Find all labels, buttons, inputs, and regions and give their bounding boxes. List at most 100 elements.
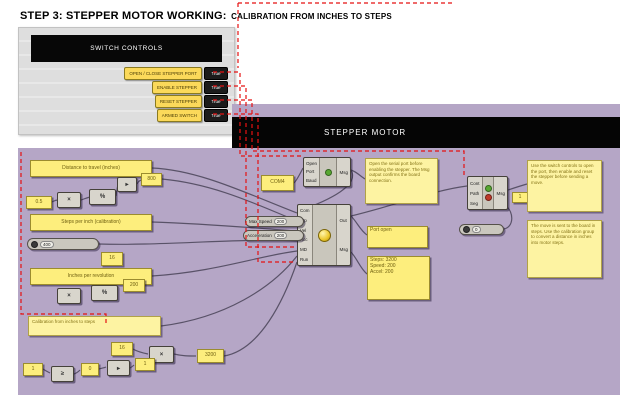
- panel-steps-per-inch[interactable]: Steps per inch (calibration): [30, 214, 152, 231]
- stepper-ball-icon: [318, 228, 331, 242]
- port-label-port: Port: [306, 169, 315, 175]
- armed-switch-toggle[interactable]: True: [204, 109, 228, 122]
- slider-steps-value: 400: [40, 240, 54, 248]
- panel-value-r[interactable]: 1: [512, 192, 528, 203]
- open-port-inputs: Open Port Baud: [304, 158, 319, 186]
- slider-steps[interactable]: 400: [27, 238, 99, 250]
- expression-multiply-3-glyph: ×: [159, 351, 164, 358]
- expression-multiply-3[interactable]: ×: [149, 346, 174, 363]
- open-port-component[interactable]: Open Port Baud Msg: [303, 157, 351, 187]
- switch-row-reset: RESET STEPPER True: [154, 95, 228, 108]
- port-label-open: Open: [306, 160, 318, 166]
- slider-grip[interactable]: [31, 240, 38, 248]
- slider-max-speed-value: 200: [273, 218, 288, 225]
- expression-multiply-2-glyph: ×: [67, 293, 71, 299]
- panel-value-d[interactable]: 16: [111, 342, 133, 356]
- switch-controls-group: SWITCH CONTROLS OPEN / CLOSE STEPPER POR…: [18, 27, 235, 135]
- port-label-baud: Baud: [306, 178, 317, 184]
- panel-msg-stepper[interactable]: Steps: 3200 Speed: 200 Accel: 200: [367, 256, 430, 300]
- panel-value-c-text: 200: [129, 281, 139, 288]
- panel-value-c[interactable]: 200: [123, 279, 145, 292]
- expression-compare-glyph: ≥: [60, 371, 65, 377]
- port-label-run: Run: [300, 256, 309, 262]
- slider-acceleration[interactable]: Acceleration 200: [243, 230, 304, 241]
- enable-stepper-button[interactable]: ENABLE STEPPER: [151, 81, 202, 94]
- note-steps-instructions[interactable]: The move is sent to the board in steps. …: [527, 220, 602, 278]
- title-main: STEP 3: STEPPER MOTOR WORKING:: [20, 10, 227, 22]
- panel-value-f-text: 1: [31, 365, 35, 372]
- stepper-motor-group-header: STEPPER MOTOR: [232, 117, 620, 148]
- panel-com-port-text: COM4: [270, 179, 285, 186]
- stepper-motor-component[interactable]: Com Stp Vel Acc MD Run Out Msg: [297, 204, 351, 266]
- enable-stepper-toggle[interactable]: True: [204, 81, 228, 94]
- note-steps-instructions-text: The move is sent to the board in steps. …: [531, 223, 596, 245]
- panel-value-e[interactable]: 3200: [197, 349, 224, 363]
- open-close-stepper-port-toggle[interactable]: True: [204, 67, 228, 80]
- switch-row-enable: ENABLE STEPPER True: [151, 81, 228, 94]
- note-calibration[interactable]: Calibration from inches to steps: [28, 316, 161, 336]
- panel-msg-port-text: Port open: [370, 227, 392, 233]
- read-inputs: Cont Path Seg: [468, 177, 482, 209]
- panel-inches-per-rev-text: Inches per revolution: [67, 272, 115, 279]
- stepper-body[interactable]: [311, 205, 338, 265]
- slider-acceleration-label: Acceleration: [247, 233, 272, 238]
- expression-modulo-1[interactable]: %: [89, 189, 116, 205]
- panel-value-h-text: 1: [143, 360, 147, 367]
- note-port-instructions[interactable]: Open the serial port before enabling the…: [365, 158, 438, 204]
- panel-16-text: 16: [109, 255, 115, 262]
- switch-controls-header: SWITCH CONTROLS: [31, 35, 222, 62]
- gate-component-2[interactable]: ▸: [107, 360, 130, 376]
- capsule-r[interactable]: 0: [459, 224, 504, 235]
- note-switch-instructions[interactable]: Use the switch controls to open the port…: [527, 160, 602, 212]
- read-outputs: Msg: [494, 177, 507, 209]
- note-port-instructions-text: Open the serial port before enabling the…: [369, 161, 430, 183]
- open-close-stepper-port-button[interactable]: OPEN / CLOSE STEPPER PORT: [124, 67, 202, 80]
- port-label-com: Com: [300, 208, 310, 214]
- reset-stepper-toggle[interactable]: True: [204, 95, 228, 108]
- slider-acceleration-value: 200: [273, 232, 288, 239]
- open-port-body[interactable]: [319, 158, 338, 186]
- stepper-outputs: Out Msg: [337, 205, 350, 265]
- panel-value-e-text: 3200: [204, 352, 217, 359]
- panel-com-port[interactable]: COM4: [261, 175, 294, 191]
- panel-distance[interactable]: Distance to travel (inches): [30, 160, 152, 177]
- panel-value-h[interactable]: 1: [135, 358, 155, 371]
- slider-max-speed-label: Max Speed: [249, 219, 272, 224]
- expression-modulo-2[interactable]: %: [91, 285, 118, 301]
- expression-multiply-2[interactable]: ×: [57, 288, 81, 304]
- panel-msg-stepper-text: Steps: 3200 Speed: 200 Accel: 200: [370, 257, 397, 275]
- expression-modulo-2-glyph: %: [101, 290, 108, 296]
- open-port-outputs: Msg: [337, 158, 350, 186]
- expression-compare[interactable]: ≥: [51, 366, 74, 382]
- panel-value-g[interactable]: 0: [81, 363, 99, 376]
- panel-value-f[interactable]: 1: [23, 363, 43, 376]
- port-label-md: MD: [300, 246, 307, 252]
- panel-msg-port[interactable]: Port open: [367, 226, 428, 248]
- slider-max-speed[interactable]: Max Speed 200: [245, 216, 304, 227]
- read-body[interactable]: [481, 177, 495, 209]
- port-label-vel: Vel: [300, 227, 307, 233]
- capsule-r-value: 0: [472, 226, 481, 233]
- panel-value-d-text: 16: [119, 345, 125, 352]
- status-dot-icon: [324, 168, 332, 176]
- expression-multiply-1[interactable]: ×: [57, 192, 81, 208]
- reset-stepper-button[interactable]: RESET STEPPER: [154, 95, 202, 108]
- panel-value-b[interactable]: 800: [141, 173, 162, 186]
- note-switch-instructions-text: Use the switch controls to open the port…: [531, 163, 594, 185]
- title-sub: CALIBRATION FROM INCHES TO STEPS: [231, 12, 392, 21]
- panel-value-b-text: 800: [147, 175, 156, 182]
- gate-component-1[interactable]: ▸: [117, 177, 137, 192]
- port-label-msg2: Msg: [339, 247, 348, 252]
- panel-value-a[interactable]: 0.5: [26, 196, 52, 209]
- panel-distance-text: Distance to travel (inches): [62, 164, 120, 171]
- port-label-path: Path: [470, 190, 480, 196]
- capsule-r-grip[interactable]: [463, 226, 470, 233]
- read-component[interactable]: Cont Path Seg Msg: [467, 176, 508, 210]
- port-label-seg: Seg: [470, 200, 479, 206]
- armed-switch-button[interactable]: ARMED SWITCH: [156, 109, 202, 122]
- port-label-out: Out: [339, 218, 347, 223]
- page-title: STEP 3: STEPPER MOTOR WORKING: CALIBRATI…: [20, 6, 392, 24]
- panel-value-g-text: 0: [88, 365, 92, 372]
- panel-16[interactable]: 16: [101, 252, 123, 266]
